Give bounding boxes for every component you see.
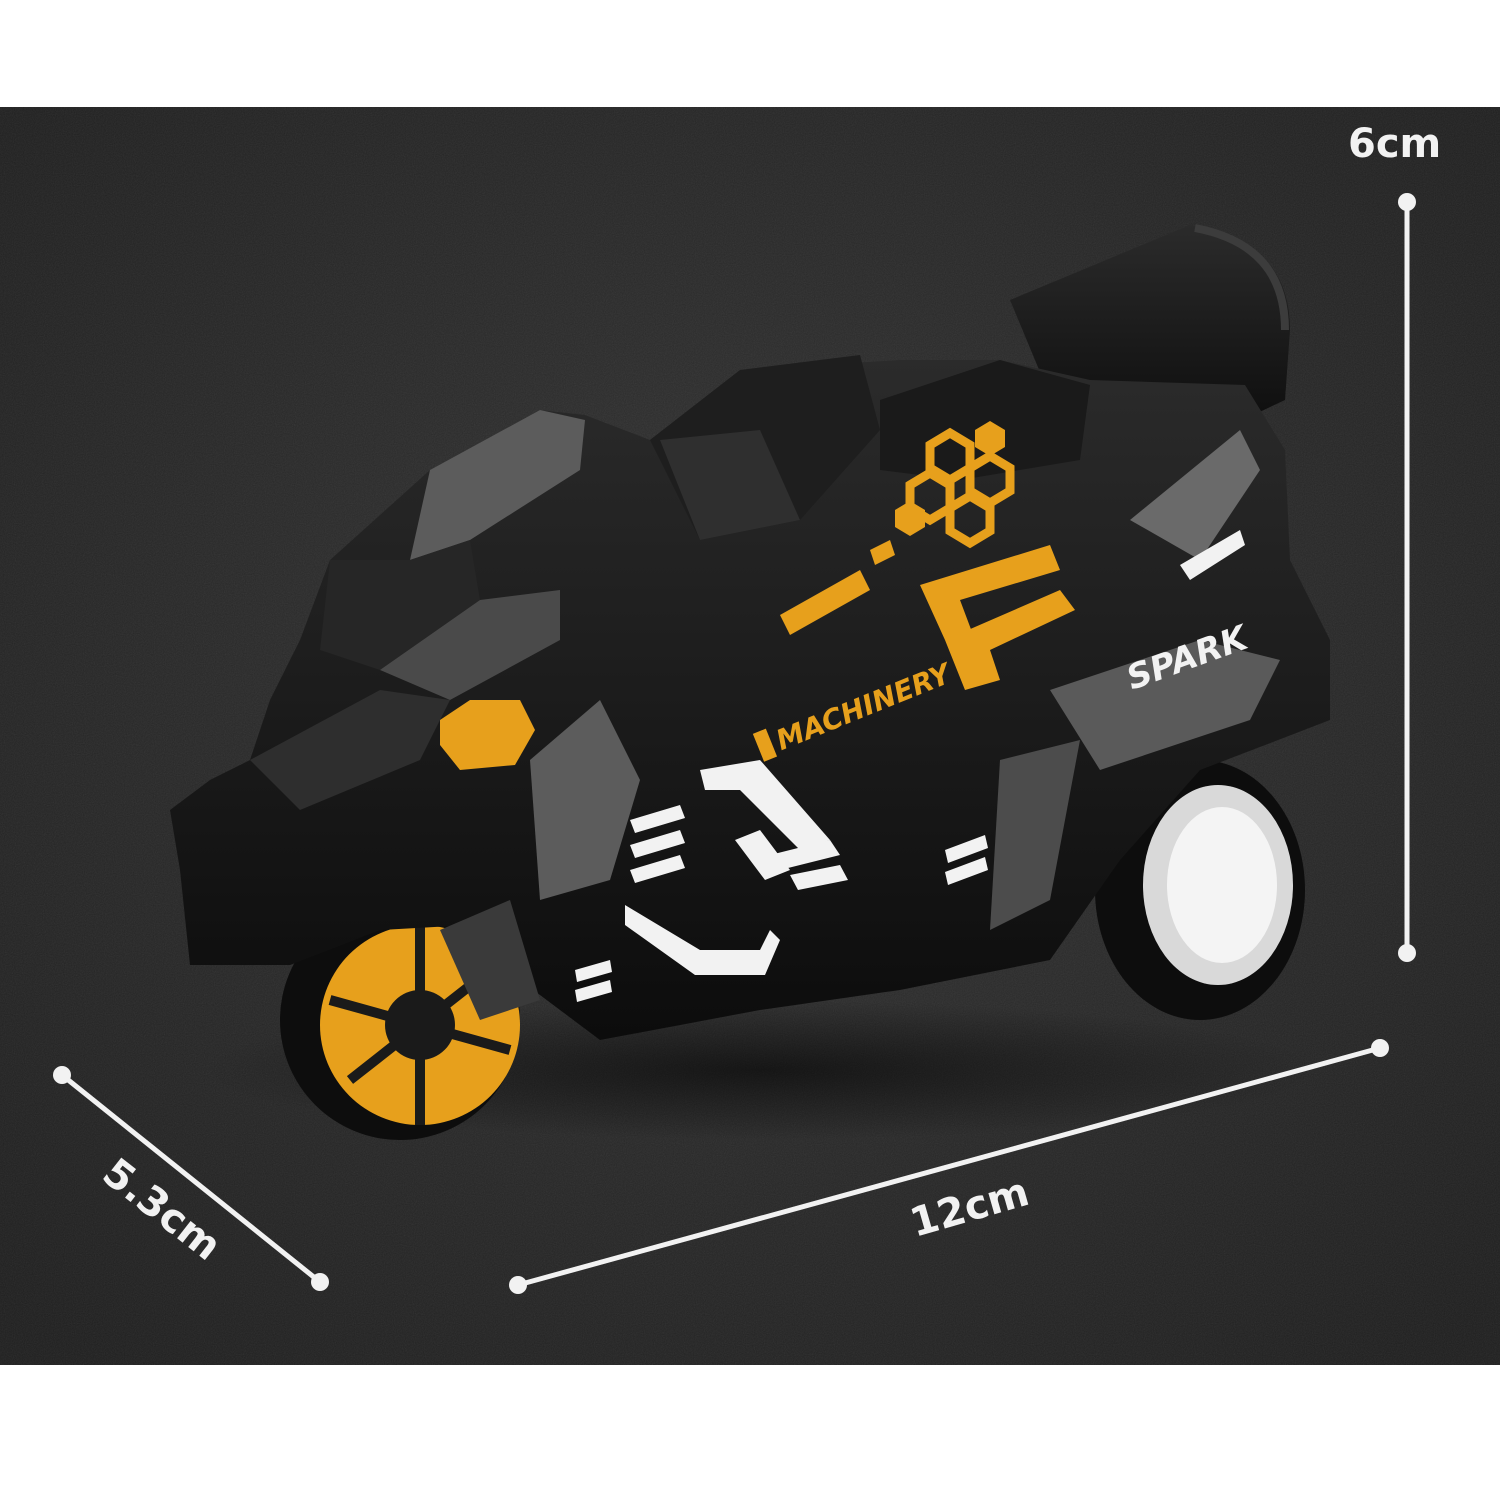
orange-stripe-decal — [780, 540, 1075, 690]
white-decals — [575, 530, 1245, 1002]
height-label: 6cm — [1348, 121, 1441, 167]
toy-motorbike: MACHINERY SPARK — [170, 224, 1330, 1140]
orange-eye — [440, 700, 535, 770]
height-dimension: 6cm — [1348, 121, 1441, 962]
